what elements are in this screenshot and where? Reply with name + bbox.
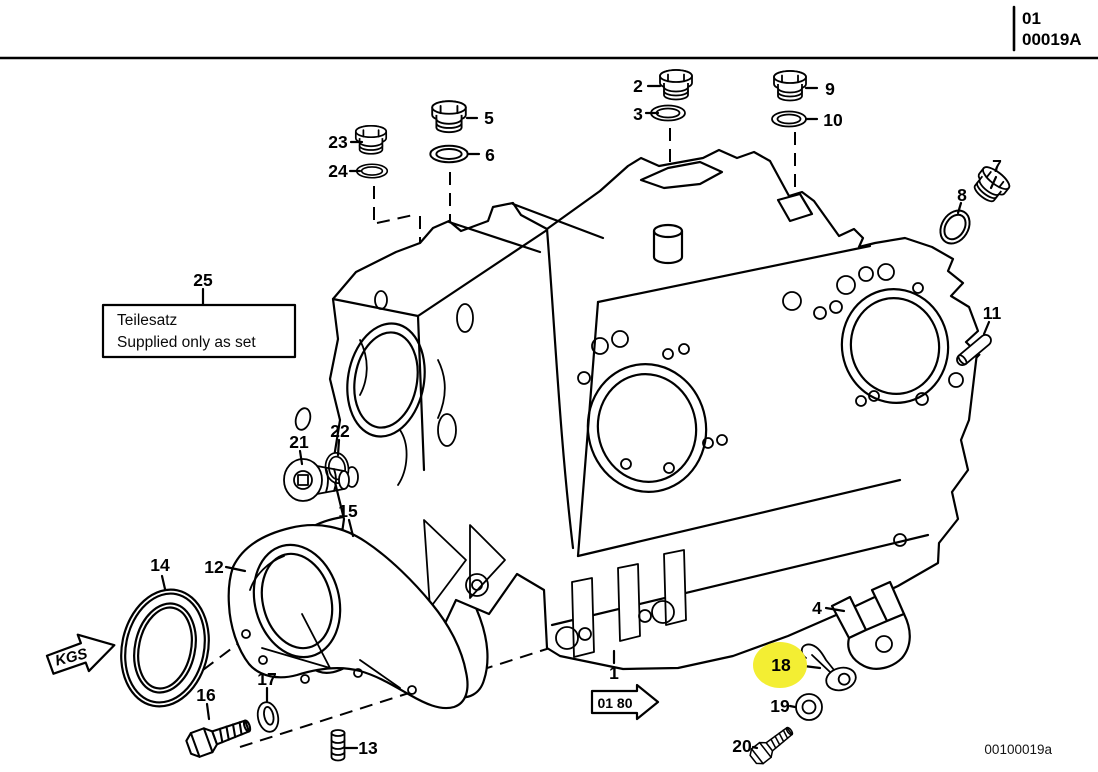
callout-23[interactable]: 23 (328, 132, 348, 152)
callout-19[interactable]: 19 (770, 696, 790, 716)
note-line-1: Teilesatz (117, 312, 177, 329)
section-ref-flag[interactable]: 01 80 (590, 683, 660, 721)
page-header: 01 00019A (0, 5, 1098, 60)
part-drawing-2-plug (659, 69, 693, 101)
callout-11[interactable]: 11 (983, 303, 1002, 323)
part-drawing-23-plug (354, 124, 388, 155)
part-drawing-17-washer (256, 701, 280, 733)
callout-21[interactable]: 21 (289, 432, 309, 452)
callout-17[interactable]: 17 (257, 669, 276, 689)
footer-drawing-id: 00100019a (984, 742, 1052, 757)
part-drawing-4-bracket (830, 580, 911, 670)
header-diagram-code: 00019A (1022, 30, 1082, 49)
part-drawing-5-plug (431, 100, 467, 134)
part-drawing-21-plug (283, 458, 350, 502)
deck-bolt-holes (577, 263, 929, 547)
callout-4[interactable]: 4 (812, 598, 822, 618)
part-drawing-12-cover (227, 524, 469, 710)
part-drawing-14-seal (120, 588, 210, 708)
callout-25[interactable]: 25 (193, 270, 213, 290)
callout-labels: 1 2 3 4 5 6 7 8 9 10 11 12 13 14 15 16 1… (150, 76, 1002, 758)
highlight-ellipse (753, 642, 807, 688)
part-drawing-13-stud (330, 729, 346, 762)
header-group-code: 01 (1022, 9, 1041, 28)
kgs-flag: KGS (45, 633, 116, 675)
callout-16[interactable]: 16 (196, 685, 216, 705)
part-drawing-19-washer (795, 693, 823, 721)
callout-10[interactable]: 10 (823, 110, 843, 130)
callout-9[interactable]: 9 (825, 79, 835, 99)
part-drawing-24-gasket-ring (355, 163, 389, 179)
kgs-label: KGS (53, 645, 89, 669)
note-line-2: Supplied only as set (117, 334, 256, 351)
callout-24[interactable]: 24 (328, 161, 348, 181)
callout-8[interactable]: 8 (957, 185, 967, 205)
callout-5[interactable]: 5 (484, 108, 494, 128)
callout-1[interactable]: 1 (609, 663, 619, 683)
callout-7[interactable]: 7 (992, 156, 1002, 176)
callout-14[interactable]: 14 (150, 555, 170, 575)
callout-18[interactable]: 18 (771, 655, 791, 675)
note-box: Teilesatz Supplied only as set (101, 303, 297, 359)
callout-6[interactable]: 6 (485, 145, 495, 165)
callout-22[interactable]: 22 (330, 421, 350, 441)
part-drawing-11-dowel-pin (948, 333, 992, 388)
callout-3[interactable]: 3 (633, 104, 643, 124)
part-drawing-8-gasket-ring (933, 204, 977, 250)
callout-12[interactable]: 12 (204, 557, 224, 577)
part-drawing-20-bolt (746, 721, 798, 768)
leader-lines (160, 84, 998, 750)
part-drawing-7-plug (968, 162, 1014, 208)
part-drawing-6-gasket-ring (429, 144, 469, 164)
callout-20[interactable]: 20 (732, 736, 752, 756)
callout-2[interactable]: 2 (633, 76, 643, 96)
part-drawing-16-bolt (183, 712, 255, 761)
callout-15[interactable]: 15 (338, 501, 358, 521)
section-ref-label: 01 80 (597, 695, 632, 711)
callout-13[interactable]: 13 (358, 738, 378, 758)
part-drawing-10-gasket-ring (771, 110, 807, 128)
part-drawing-18-bracket (800, 643, 857, 692)
part-drawing-9-plug (773, 70, 807, 102)
